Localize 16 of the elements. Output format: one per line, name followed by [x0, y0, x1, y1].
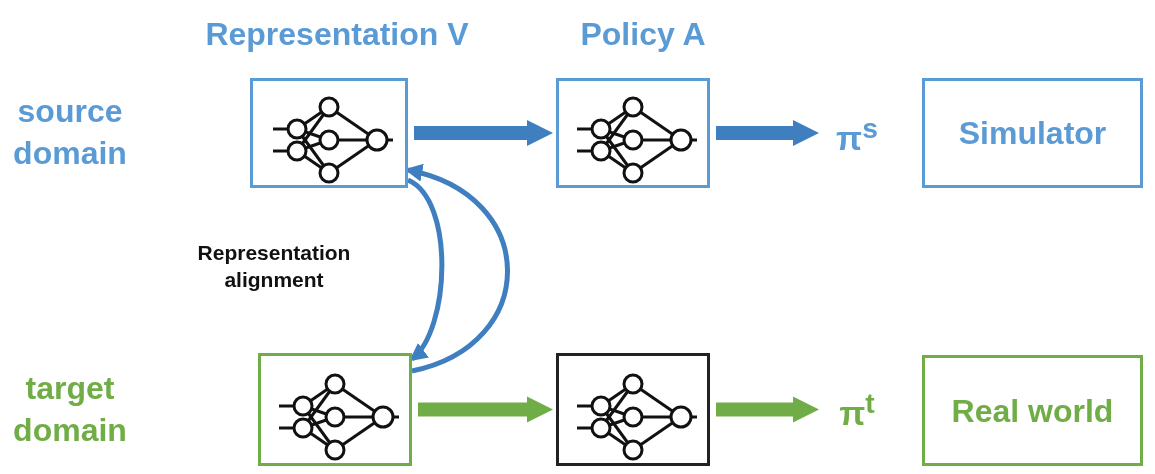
column-heading: Representation V	[205, 15, 469, 55]
block-arrow	[418, 396, 553, 423]
annotation-text: Representation alignment	[196, 239, 352, 293]
label-box	[922, 78, 1143, 188]
label-box	[922, 355, 1143, 466]
policy-symbol: π$^{s}$	[835, 110, 879, 159]
policy-symbol: π$^{t}$	[838, 385, 876, 434]
block-arrow	[716, 120, 819, 146]
box-label: Real world	[950, 391, 1115, 431]
row-heading: target domain	[12, 369, 128, 450]
block-arrow	[716, 396, 819, 423]
box-label: Simulator	[957, 114, 1108, 153]
row-heading: source domain	[12, 92, 128, 173]
block-arrow	[414, 120, 553, 146]
curved-arrow	[406, 177, 445, 362]
column-heading: Policy A	[580, 15, 706, 55]
